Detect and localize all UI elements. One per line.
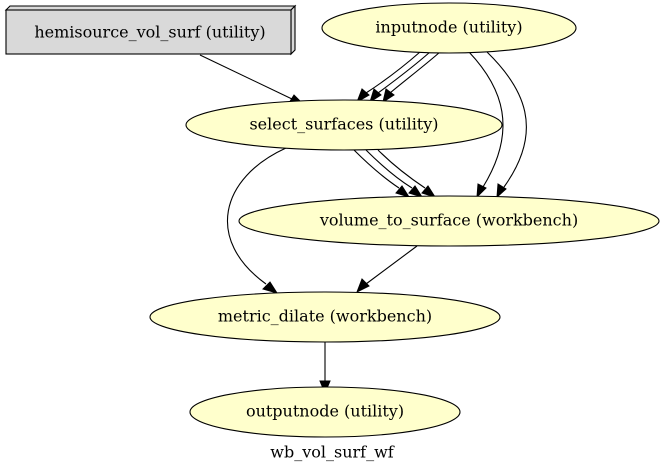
node-inputnode: inputnode (utility) — [321, 2, 577, 54]
node-hemisource: hemisource_vol_surf (utility) — [4, 4, 297, 56]
nodes: hemisource_vol_surf (utility) inputnode … — [4, 2, 660, 438]
node-outputnode: outputnode (utility) — [189, 386, 461, 438]
edge-hemisource-to-select-surfaces — [199, 54, 304, 104]
edge-inputnode-to-select-surfaces-1 — [356, 51, 421, 104]
edge-volume-to-surface-to-metric-dilate — [356, 245, 418, 294]
node-hemisource-shape-front — [5, 9, 292, 55]
edge-select-surfaces-to-volume-to-surface-2 — [365, 149, 424, 198]
node-outputnode-shape — [189, 386, 461, 438]
edge-inputnode-to-select-surfaces-2 — [369, 51, 431, 104]
node-metric-dilate-label: metric_dilate (workbench) — [218, 307, 432, 326]
edge-select-surfaces-to-volume-to-surface-1 — [353, 149, 411, 198]
node-inputnode-label: inputnode (utility) — [375, 18, 522, 37]
node-select-surfaces: select_surfaces (utility) — [185, 99, 503, 151]
node-hemisource-shape — [4, 5, 297, 11]
edge-select-surfaces-to-volume-to-surface-3 — [377, 149, 437, 198]
edge-select-surfaces-to-metric-dilate — [227, 147, 287, 294]
edge-inputnode-to-select-surfaces-3 — [382, 51, 441, 104]
node-volume-to-surface-label: volume_to_surface (workbench) — [319, 211, 578, 230]
graph-title: wb_vol_surf_wf — [270, 443, 395, 462]
node-outputnode-label: outputnode (utility) — [246, 402, 404, 421]
node-volume-to-surface: volume_to_surface (workbench) — [238, 195, 660, 247]
node-inputnode-shape — [321, 2, 577, 54]
node-hemisource-shape-side — [290, 4, 296, 56]
edges — [199, 51, 527, 395]
node-metric-dilate-shape — [149, 291, 501, 343]
node-volume-to-surface-shape — [238, 195, 660, 247]
node-metric-dilate: metric_dilate (workbench) — [149, 291, 501, 343]
node-hemisource-label: hemisource_vol_surf (utility) — [34, 23, 265, 42]
node-select-surfaces-shape — [185, 99, 503, 151]
node-select-surfaces-label: select_surfaces (utility) — [249, 115, 438, 134]
edge-inputnode-to-volume-to-surface-1 — [468, 51, 504, 199]
edge-inputnode-to-volume-to-surface-2 — [486, 51, 527, 199]
edge-metric-dilate-to-outputnode — [319, 342, 331, 395]
